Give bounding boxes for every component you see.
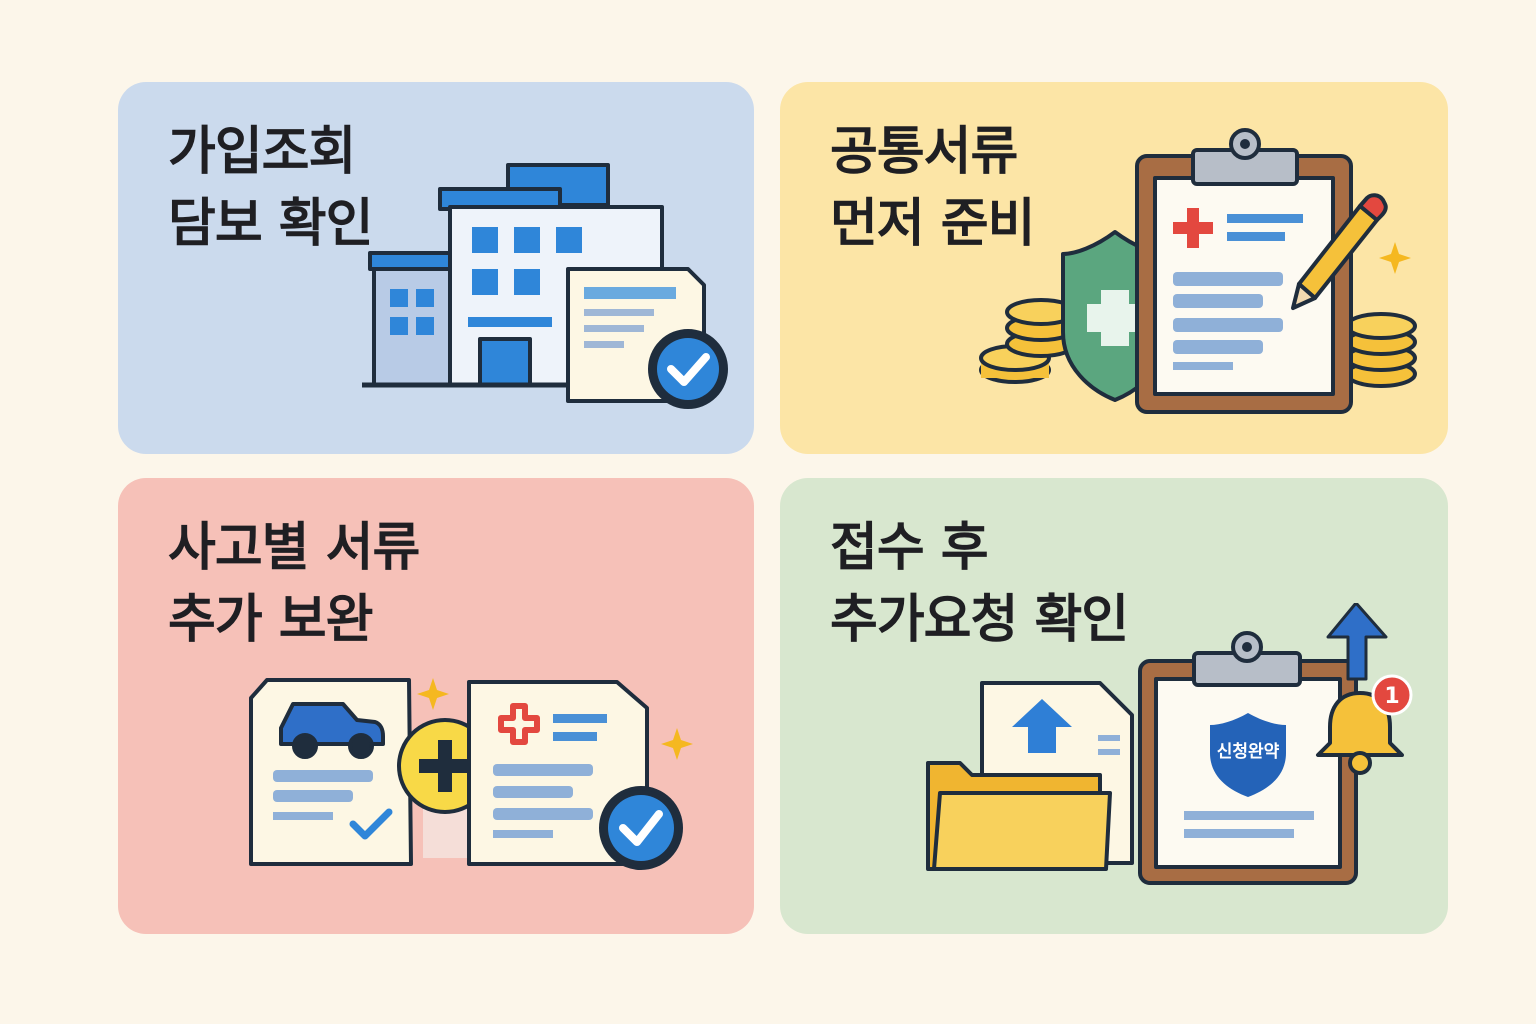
accident-documents-illustration	[249, 678, 693, 870]
sparkle-icon	[1379, 242, 1411, 274]
notification-count: 1	[1384, 684, 1399, 709]
clipboard-icon: 신청완약	[1138, 631, 1358, 885]
card-title-line2: 추가 보완	[168, 590, 373, 650]
card-title-line1: 가입조회	[168, 122, 356, 182]
card-title: 사고별 서류 추가 보완	[168, 512, 420, 656]
medical-document-icon	[467, 680, 683, 870]
folder-icon	[926, 761, 1112, 871]
card-title-line2: 추가요청 확인	[830, 590, 1129, 650]
application-badge-text: 신청완약	[1217, 741, 1280, 762]
card-title: 공통서류 먼저 준비	[830, 116, 1035, 260]
clipboard-coins-illustration	[979, 128, 1417, 414]
card-title-line1: 접수 후	[830, 518, 989, 578]
upload-arrow-icon	[1012, 699, 1072, 753]
card-title-line1: 공통서류	[830, 122, 1018, 182]
up-arrow-icon	[1326, 603, 1388, 681]
car-document-icon	[249, 678, 413, 866]
pencil-icon	[1291, 193, 1388, 310]
card-common-documents: 공통서류 먼저 준비	[780, 82, 1448, 454]
card-enrollment-check: 가입조회 담보 확인	[118, 82, 754, 454]
sparkle-icon	[417, 678, 449, 710]
card-title: 가입조회 담보 확인	[168, 116, 373, 260]
card-title-line2: 담보 확인	[168, 194, 373, 254]
card-title-line2: 먼저 준비	[830, 194, 1035, 254]
sparkle-icon	[661, 728, 693, 760]
building-document-illustration	[362, 163, 728, 409]
document-check-icon	[566, 267, 728, 409]
request-check-illustration: 신청완약 1	[926, 603, 1413, 885]
coins-icon	[979, 298, 1417, 388]
card-title-line1: 사고별 서류	[168, 518, 420, 578]
card-accident-documents: 사고별 서류 추가 보완	[118, 478, 754, 934]
card-additional-request: 접수 후 추가요청 확인 신청완약	[780, 478, 1448, 934]
bell-icon: 1	[1316, 674, 1413, 775]
card-title: 접수 후 추가요청 확인	[830, 512, 1129, 656]
